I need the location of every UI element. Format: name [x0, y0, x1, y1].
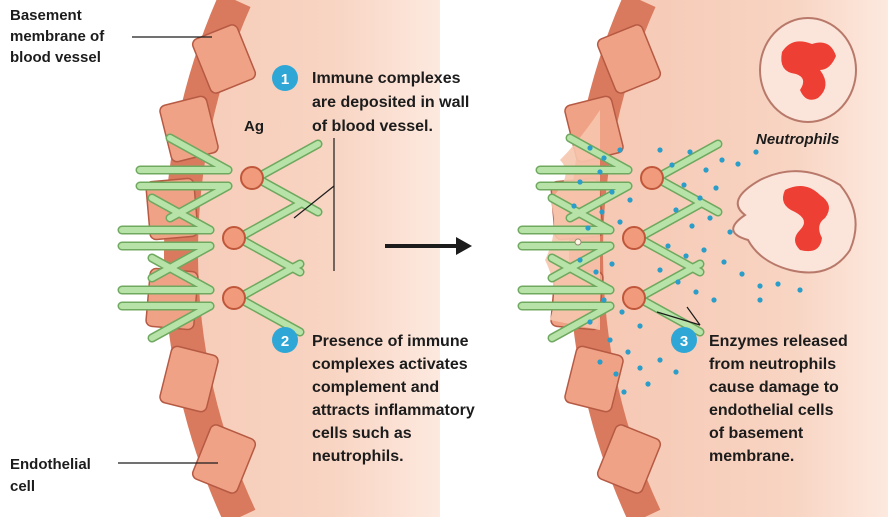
enzyme-dot [681, 182, 687, 188]
step-1-badge: 1 [272, 65, 298, 91]
enzyme-dot [735, 161, 741, 167]
enzyme-dot [597, 169, 603, 175]
enzyme-dot [757, 297, 763, 303]
right-antigens [622, 166, 664, 310]
enzyme-dot [617, 147, 623, 153]
enzyme-dot [601, 297, 607, 303]
enzyme-dot [711, 297, 717, 303]
enzyme-dot [597, 359, 603, 365]
enzyme-dot [657, 147, 663, 153]
enzyme-dot [707, 215, 713, 221]
debris-particle [574, 238, 582, 246]
enzyme-dot [775, 281, 781, 287]
enzyme-dot [701, 247, 707, 253]
enzyme-dot [609, 261, 615, 267]
enzyme-dot [721, 259, 727, 265]
enzyme-dot [637, 323, 643, 329]
enzyme-dot [587, 145, 593, 151]
enzyme-dot [687, 149, 693, 155]
svg-text:2: 2 [281, 333, 289, 350]
left-antigens [222, 166, 264, 310]
progression-arrow [385, 237, 472, 255]
step-3-badge: 3 [671, 327, 697, 353]
enzyme-dot [673, 369, 679, 375]
enzyme-dot [757, 283, 763, 289]
enzyme-dot [675, 279, 681, 285]
enzyme-dot [627, 197, 633, 203]
enzyme-dot [719, 157, 725, 163]
enzyme-dot [713, 185, 719, 191]
enzyme-dot [797, 287, 803, 293]
enzyme-dot [727, 229, 733, 235]
enzyme-dot [697, 195, 703, 201]
enzyme-dot [607, 337, 613, 343]
enzyme-dot [587, 319, 593, 325]
enzyme-dots [571, 145, 815, 395]
svg-text:1: 1 [281, 71, 289, 88]
enzyme-dot [613, 371, 619, 377]
enzyme-dot [637, 365, 643, 371]
enzyme-dot [609, 189, 615, 195]
enzyme-dot [669, 162, 675, 168]
svg-text:3: 3 [680, 333, 688, 350]
enzyme-dot [645, 381, 651, 387]
enzyme-dot [571, 203, 577, 209]
enzyme-dot [577, 179, 583, 185]
step-3-text: Enzymes released from neutrophils cause … [709, 333, 852, 465]
step-2-text: Presence of immune complexes activates c… [312, 333, 479, 465]
endothelial-cell-label: Endothelial cell [10, 456, 95, 495]
enzyme-dot [619, 309, 625, 315]
enzyme-dot [601, 155, 607, 161]
enzyme-dot [673, 207, 679, 213]
enzyme-dot [657, 267, 663, 273]
enzyme-dot [593, 269, 599, 275]
enzyme-dot [683, 253, 689, 259]
enzyme-dot [689, 223, 695, 229]
enzyme-dot [599, 209, 605, 215]
enzyme-dot [577, 257, 583, 263]
left-vessel-panel [0, 0, 440, 517]
enzyme-dot [621, 389, 627, 395]
enzyme-dot [617, 219, 623, 225]
enzyme-dot [585, 225, 591, 231]
step-2-badge: 2 [272, 327, 298, 353]
basement-membrane-label: Basement membrane of blood vessel [10, 7, 108, 66]
enzyme-dot [753, 149, 759, 155]
neutrophil-bottom [732, 170, 857, 274]
antigen-label: Ag [244, 118, 264, 135]
enzyme-dot [625, 349, 631, 355]
enzyme-dot [665, 243, 671, 249]
enzyme-dot [739, 271, 745, 277]
enzyme-dot [703, 167, 709, 173]
enzyme-dot [657, 357, 663, 363]
step-1-text: Immune complexes are deposited in wall o… [312, 70, 474, 135]
leader-lines [118, 36, 701, 464]
neutrophil-top [759, 17, 857, 123]
neutrophils-label: Neutrophils [756, 131, 839, 148]
enzyme-dot [693, 289, 699, 295]
